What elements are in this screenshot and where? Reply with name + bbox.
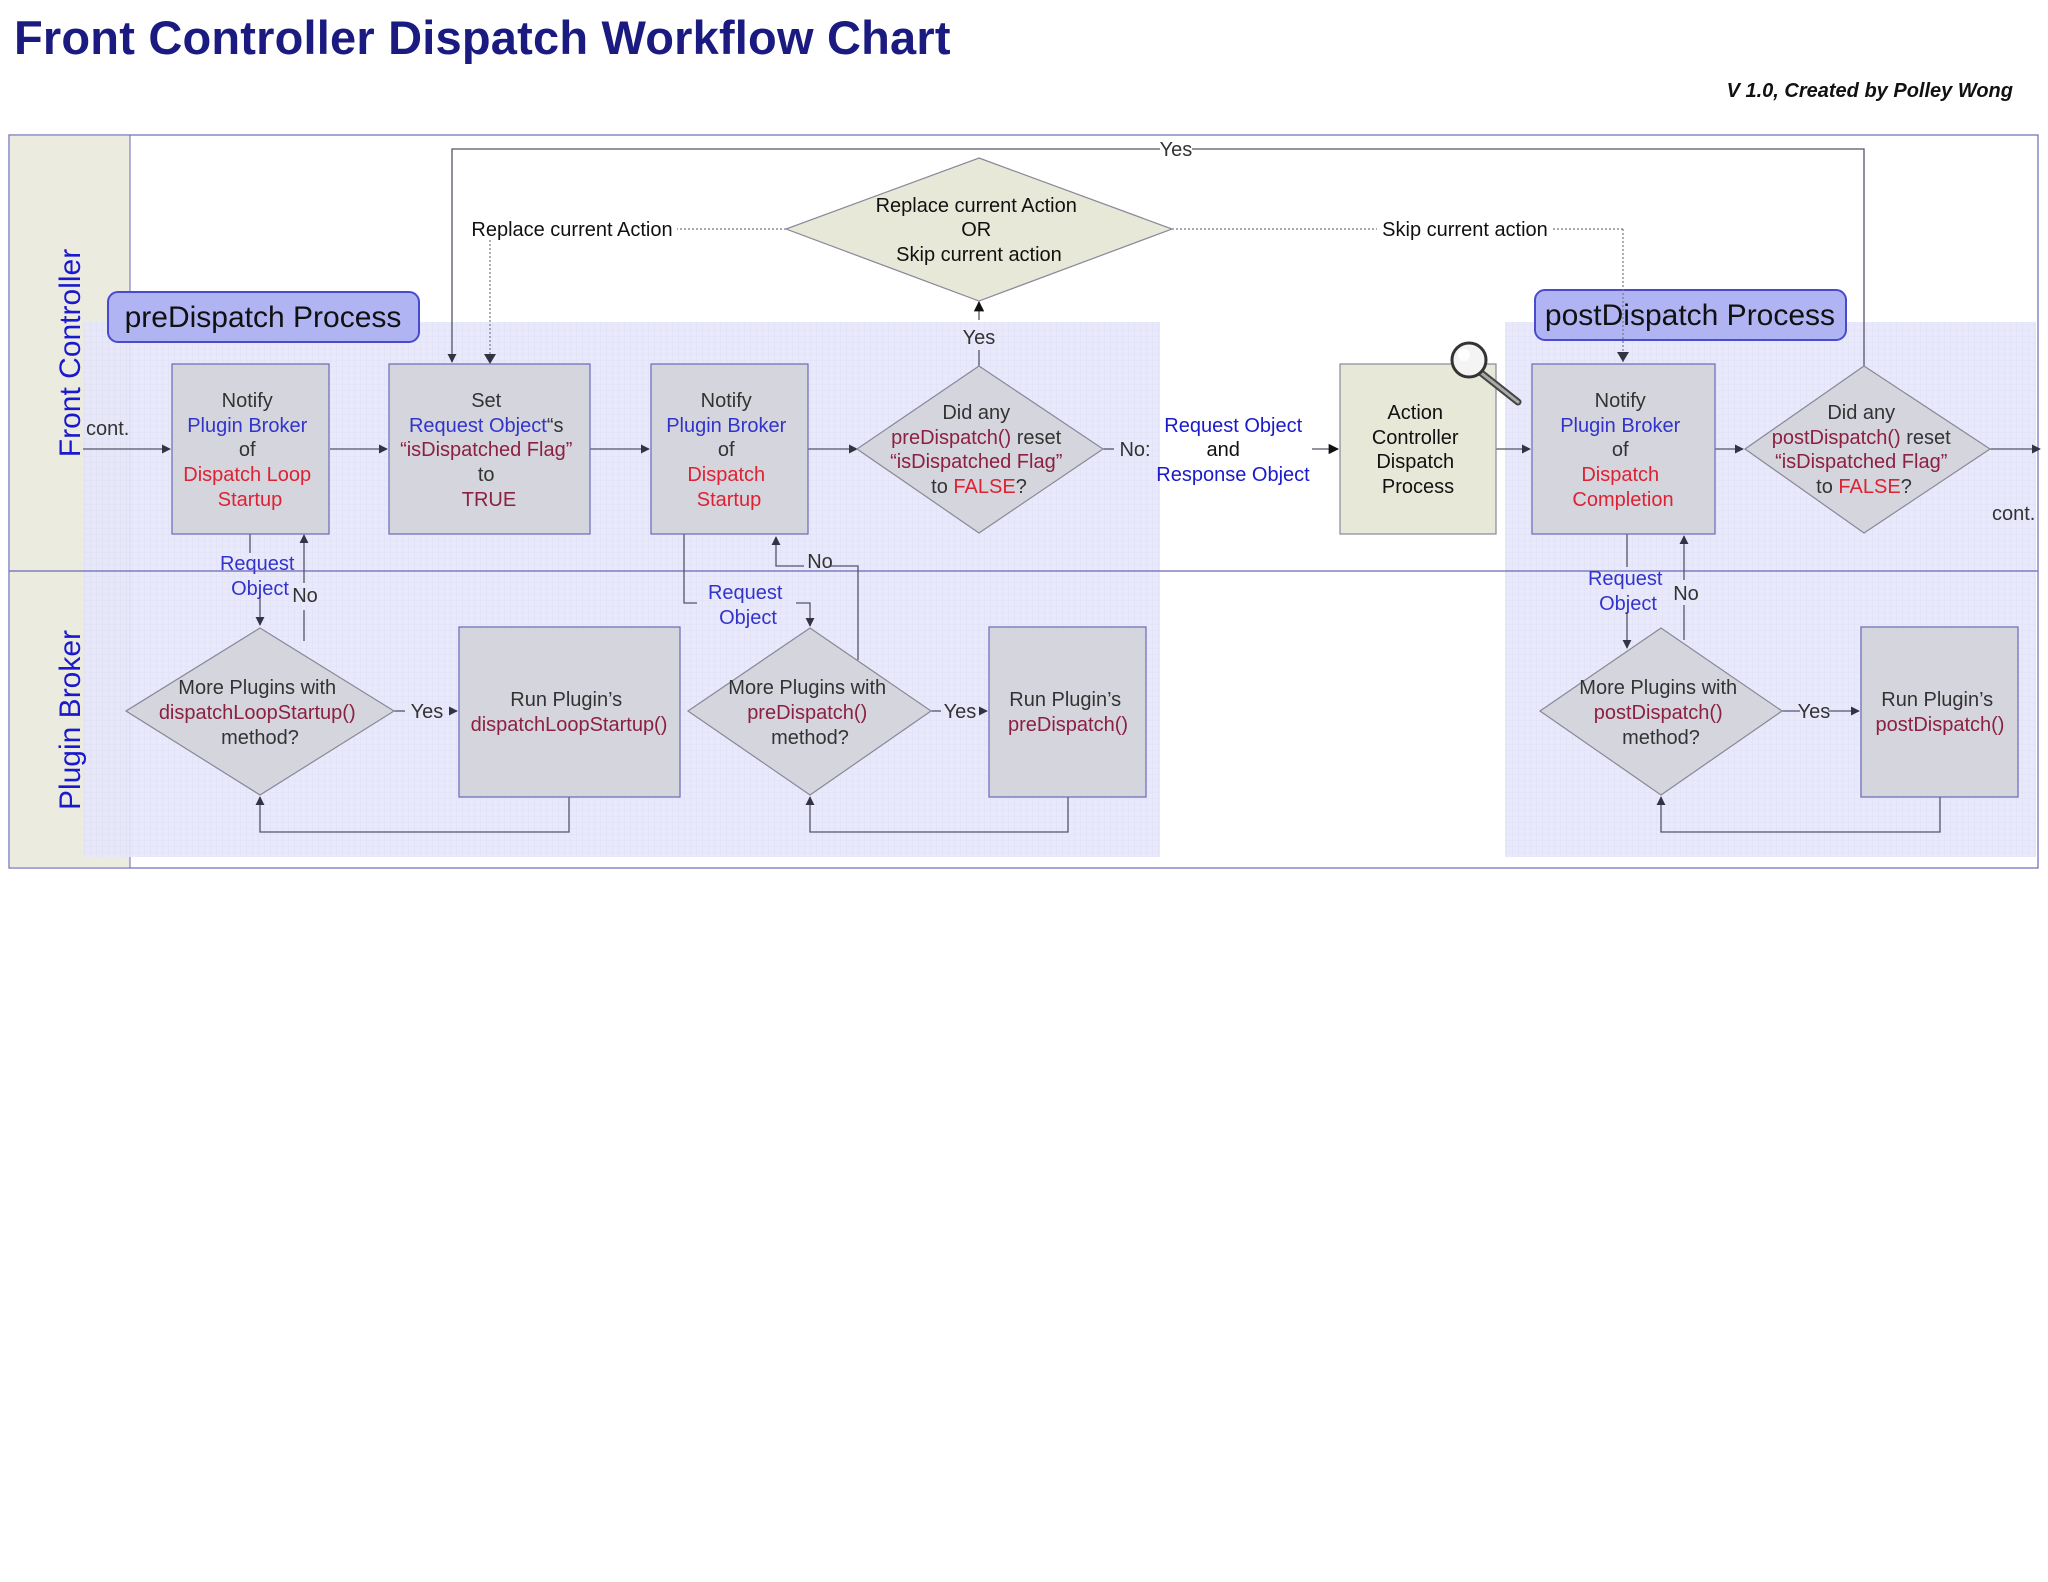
did-postdispatch-reset-diamond [1743, 365, 1992, 534]
more-plugins-loop-diamond [124, 627, 396, 796]
notify-dispatch-startup-text: Notify Plugin Broker of Dispatch Startup [666, 390, 792, 511]
yes-label-pre: Yes [944, 701, 977, 723]
run-plugin-loop-box [458, 626, 681, 798]
run-plugin-pre-text: Run Plugin’s preDispatch() [1008, 689, 1128, 736]
action-controller-box [1339, 363, 1497, 535]
magnifier-icon [1450, 341, 1522, 406]
did-postdispatch-reset-text: Did any postDispatch() reset “isDispatch… [1772, 402, 1957, 498]
postdispatch-header [1534, 289, 1847, 341]
run-plugin-post-text: Run Plugin’s postDispatch() [1876, 689, 2005, 736]
yes-label-loop: Yes [411, 701, 444, 723]
request-object-label-pre: Request Object [708, 582, 788, 629]
run-plugin-loop-text: Run Plugin’s dispatchLoopStartup() [471, 689, 668, 736]
request-object-label-post: Request Object [1588, 568, 1668, 615]
cont-left-label: cont. [86, 418, 129, 440]
no-colon-label: No: [1119, 439, 1150, 461]
page-title: Front Controller Dispatch Workflow Chart [14, 11, 951, 64]
yes-label-upper: Yes [963, 327, 996, 349]
more-plugins-post-text: More Plugins with postDispatch() method? [1579, 677, 1742, 749]
more-plugins-pre-diamond [686, 627, 933, 796]
more-plugins-loop-text: More Plugins with dispatchLoopStartup() … [159, 677, 361, 749]
notify-dispatch-loop-box [171, 363, 330, 535]
more-plugins-pre-text: More Plugins with preDispatch() method? [728, 677, 891, 749]
yes-label-top: Yes [1160, 139, 1193, 161]
no-label-loop: No [292, 585, 318, 607]
run-plugin-post-box [1860, 626, 2019, 798]
request-object-label-loop: Request Object [220, 553, 300, 600]
predispatch-header [107, 291, 420, 343]
no-label-pre: No [807, 551, 833, 573]
yes-label-post: Yes [1798, 701, 1831, 723]
request-response-label: Request Object and Response Object [1156, 415, 1310, 486]
cont-right-label: cont. [1992, 503, 2035, 525]
replace-action-label: Replace current Action [471, 219, 672, 241]
no-label-post: No [1673, 583, 1699, 605]
notify-dispatch-loop-text: Notify Plugin Broker of Dispatch Loop St… [183, 390, 316, 511]
top-decision-diamond [784, 157, 1174, 302]
lane-label-plugin-broker: Plugin Broker [54, 630, 87, 810]
set-dispatched-flag-box [388, 363, 591, 535]
lane-label-front-controller: Front Controller [54, 249, 87, 457]
more-plugins-post-diamond [1538, 627, 1784, 796]
postdispatch-header-label: postDispatch Process [1545, 299, 1835, 332]
did-predispatch-reset-text: Did any preDispatch() reset “isDispatche… [890, 402, 1068, 498]
top-decision-text: Replace current Action OR Skip current a… [876, 195, 1083, 266]
set-dispatched-flag-text: Set Request Object“s “isDispatched Flag”… [400, 390, 578, 511]
predispatch-header-label: preDispatch Process [125, 301, 402, 334]
version-credit: V 1.0, Created by Polley Wong [1726, 80, 2013, 102]
notify-dispatch-completion-box [1531, 363, 1716, 535]
notify-dispatch-startup-box [650, 363, 809, 535]
action-controller-text: Action Controller Dispatch Process [1372, 402, 1464, 498]
notify-dispatch-completion-text: Notify Plugin Broker of Dispatch Complet… [1560, 390, 1686, 511]
did-predispatch-reset-diamond [855, 365, 1105, 534]
run-plugin-pre-box [988, 626, 1147, 798]
skip-action-label: Skip current action [1382, 219, 1548, 241]
